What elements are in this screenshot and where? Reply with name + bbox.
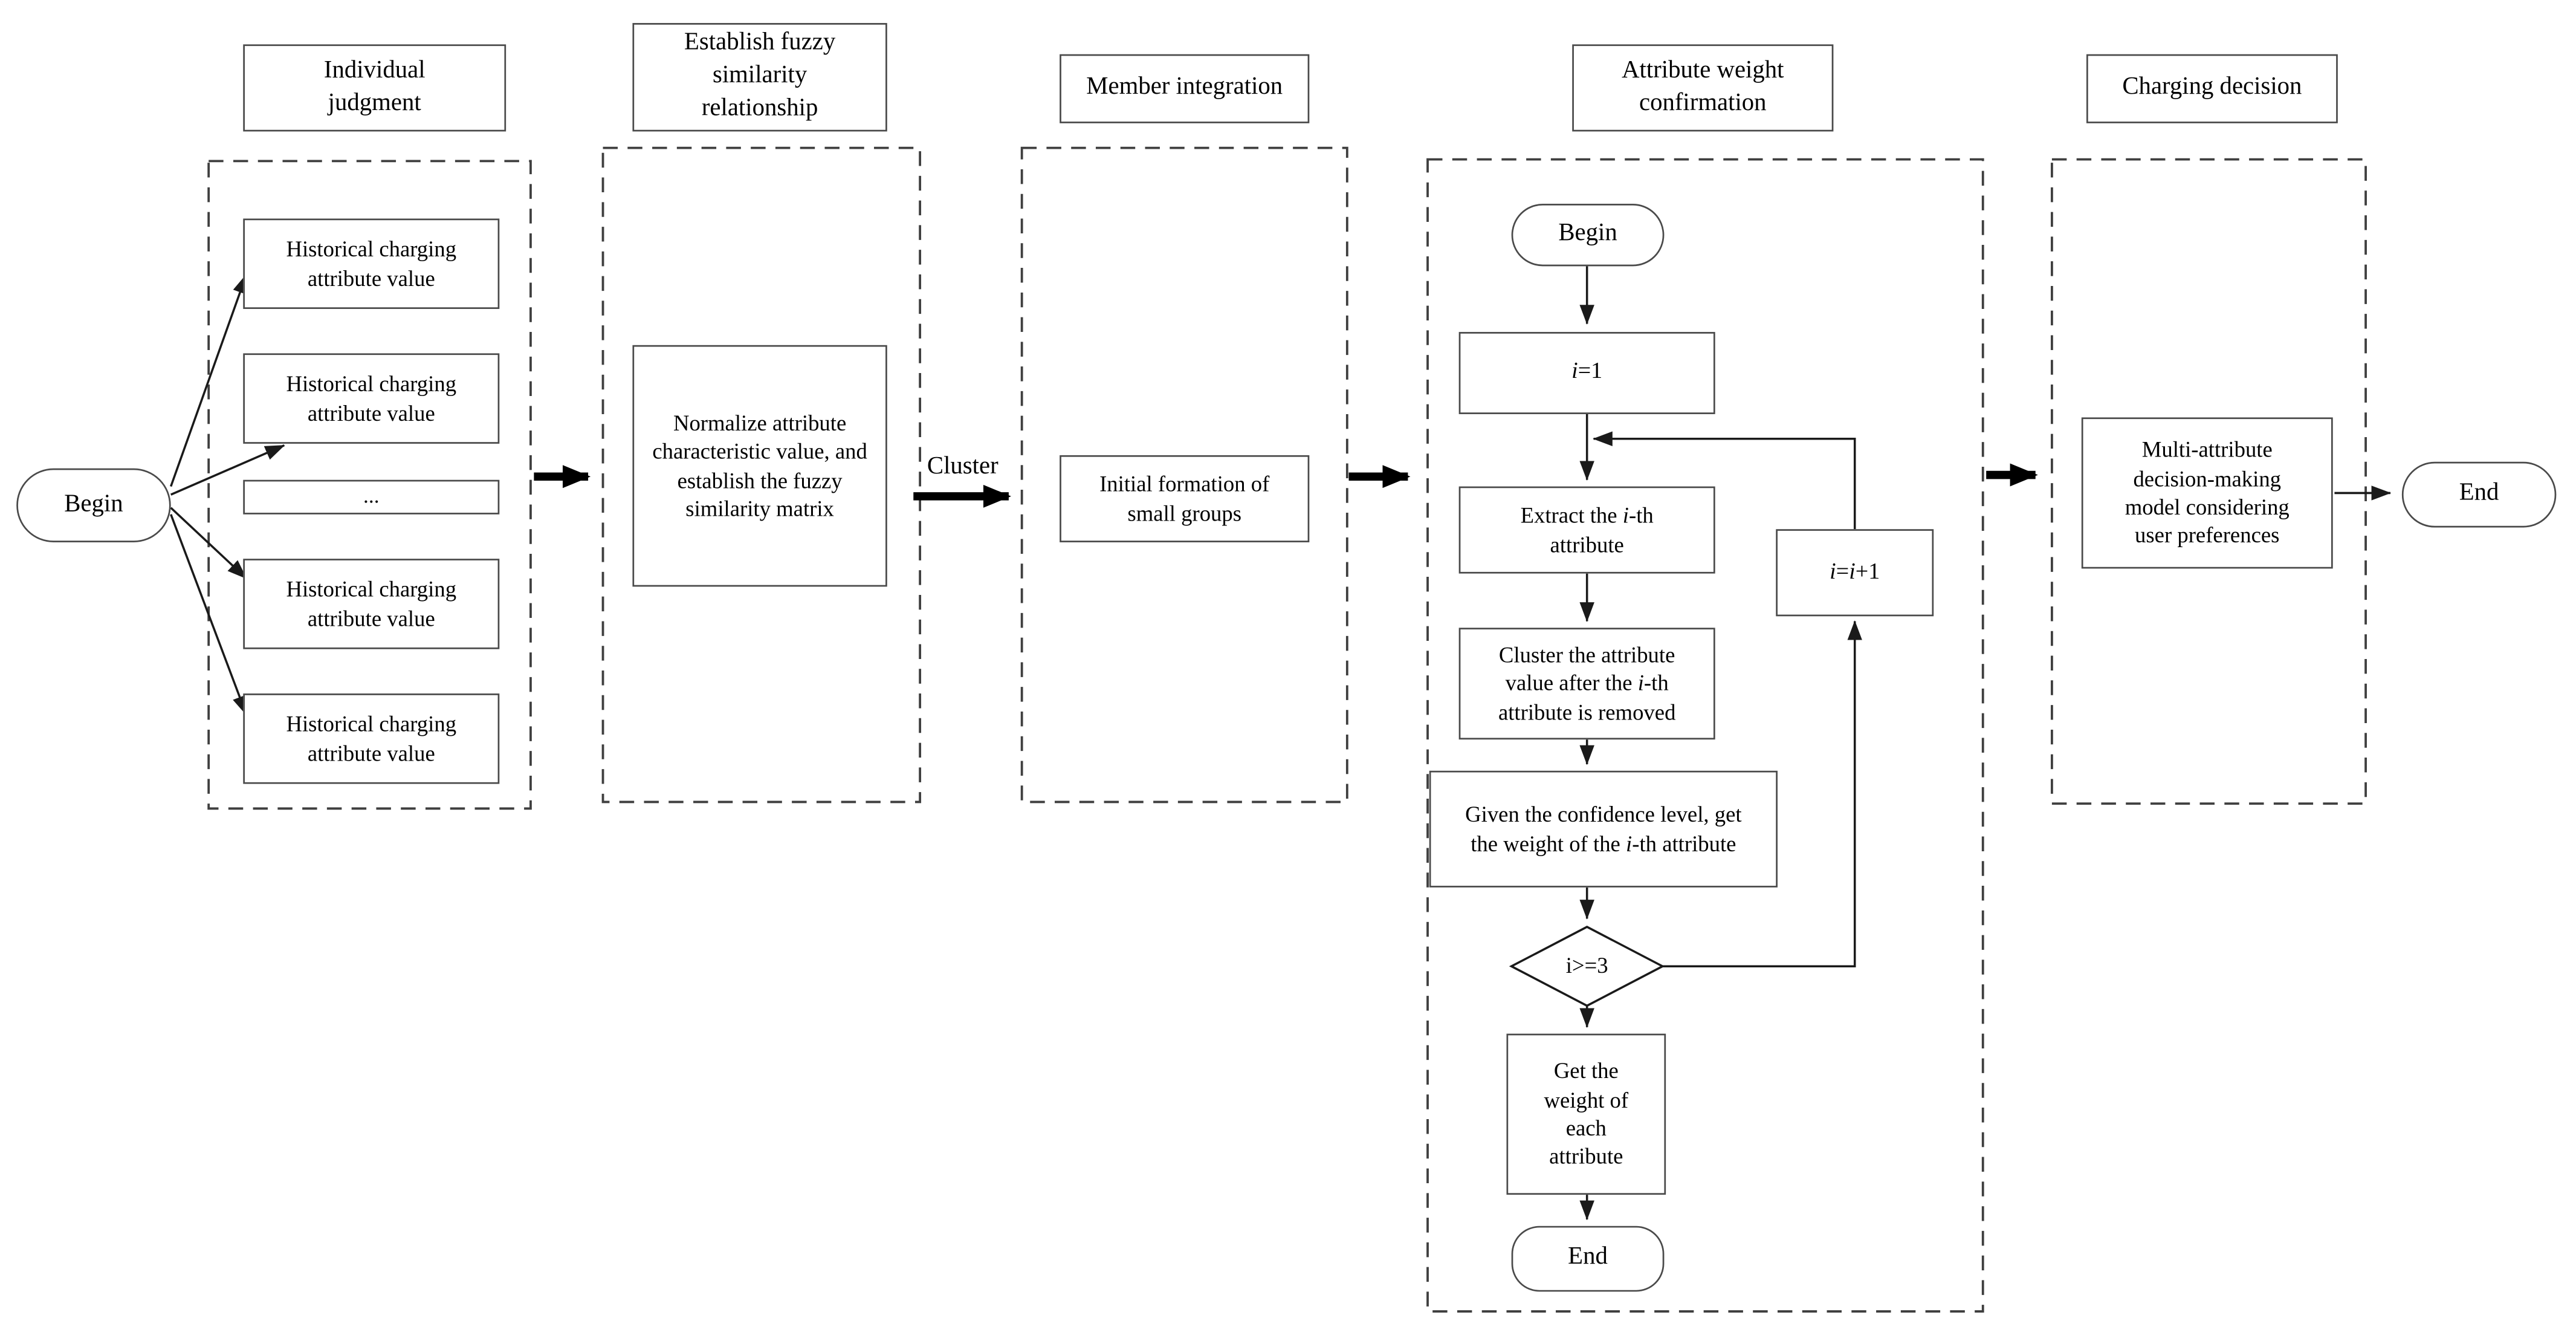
- stage-title-member-integration: Member integration: [1060, 54, 1310, 123]
- node-ellipsis: ...: [243, 479, 500, 515]
- terminal-end-sub: End: [1511, 1226, 1665, 1292]
- node-normalize: Normalize attribute characteristic value…: [632, 345, 887, 587]
- node-historical-2: Historical charging attribute value: [243, 353, 500, 444]
- node-text: Cluster the attribute value after the i-…: [1498, 643, 1676, 724]
- node-text: Initial formation of small groups: [1099, 472, 1270, 525]
- node-get-weight: Get the weight of each attribute: [1506, 1033, 1666, 1195]
- node-i-init: i=1: [1458, 332, 1715, 414]
- label-text: Cluster: [927, 452, 998, 479]
- node-extract: Extract the i-th attribute: [1458, 486, 1715, 574]
- terminal-text: End: [2459, 480, 2499, 507]
- node-i-increment: i=i+1: [1776, 529, 1934, 617]
- node-text: Given the confidence level, get the weig…: [1465, 802, 1742, 856]
- stage-title-text: Member integration: [1086, 74, 1283, 101]
- node-model: Multi-attribute decision-making model co…: [2081, 417, 2333, 569]
- node-historical-4: Historical charging attribute value: [243, 693, 500, 784]
- stage-title-text: Attribute weight confirmation: [1622, 57, 1784, 116]
- arrow-begin-to-historical-3: [170, 507, 247, 580]
- arrow-begin-to-historical-1: [170, 273, 248, 487]
- node-historical-3: Historical charging attribute value: [243, 559, 500, 649]
- terminal-text: End: [1568, 1244, 1608, 1271]
- arrow-condition-to-increment: [1662, 620, 1862, 968]
- node-text: i=1: [1571, 360, 1603, 385]
- decision-condition-label: i>=3: [1512, 927, 1663, 1005]
- node-text: Historical charging attribute value: [286, 577, 457, 631]
- dashed-region-member-integration: [1020, 146, 1348, 804]
- node-text: Normalize attribute characteristic value…: [652, 411, 867, 521]
- node-text: i=i+1: [1830, 559, 1880, 585]
- arrow-increment-to-junction: [1593, 431, 1856, 530]
- terminal-end-main: End: [2401, 461, 2557, 528]
- node-text: Historical charging attribute value: [286, 712, 457, 765]
- stage-title-individual-judgment: Individual judgment: [243, 44, 506, 132]
- stage-title-text: Individual judgment: [323, 57, 426, 116]
- node-text: i>=3: [1565, 953, 1608, 978]
- stage-title-attribute-weight: Attribute weight confirmation: [1572, 44, 1834, 132]
- node-text: ...: [363, 483, 380, 508]
- dashed-region-charging-decision: [2051, 158, 2367, 805]
- stage-title-fuzzy-similarity: Establish fuzzy similarity relationship: [632, 23, 887, 132]
- dashed-region-attribute-weight: [1426, 158, 1984, 1313]
- label-cluster: Cluster: [901, 450, 1026, 483]
- node-initial-groups: Initial formation of small groups: [1060, 455, 1310, 542]
- node-text: Get the weight of each attribute: [1544, 1059, 1629, 1169]
- node-text: Historical charging attribute value: [286, 237, 457, 290]
- stage-title-text: Establish fuzzy similarity relationship: [684, 30, 836, 122]
- dashed-region-fuzzy-similarity: [601, 146, 922, 804]
- node-text: Extract the i-th attribute: [1520, 503, 1654, 557]
- terminal-begin-main: Begin: [16, 468, 171, 542]
- decision-diamond: [1509, 926, 1665, 1007]
- arrow-begin-to-historical-4: [170, 514, 248, 716]
- node-confidence: Given the confidence level, get the weig…: [1429, 770, 1778, 888]
- node-cluster-removed: Cluster the attribute value after the i-…: [1458, 628, 1715, 740]
- node-text: Historical charging attribute value: [286, 371, 457, 425]
- dashed-region-individual-judgment: [207, 160, 532, 810]
- arrow-begin-to-historical-2: [170, 444, 285, 496]
- stage-title-charging-decision: Charging decision: [2086, 54, 2338, 123]
- terminal-text: Begin: [1558, 221, 1617, 247]
- terminal-text: Begin: [64, 491, 123, 518]
- node-text: Multi-attribute decision-making model co…: [2125, 438, 2290, 548]
- terminal-begin-sub: Begin: [1511, 204, 1665, 267]
- node-historical-1: Historical charging attribute value: [243, 218, 500, 310]
- stage-title-text: Charging decision: [2122, 74, 2302, 101]
